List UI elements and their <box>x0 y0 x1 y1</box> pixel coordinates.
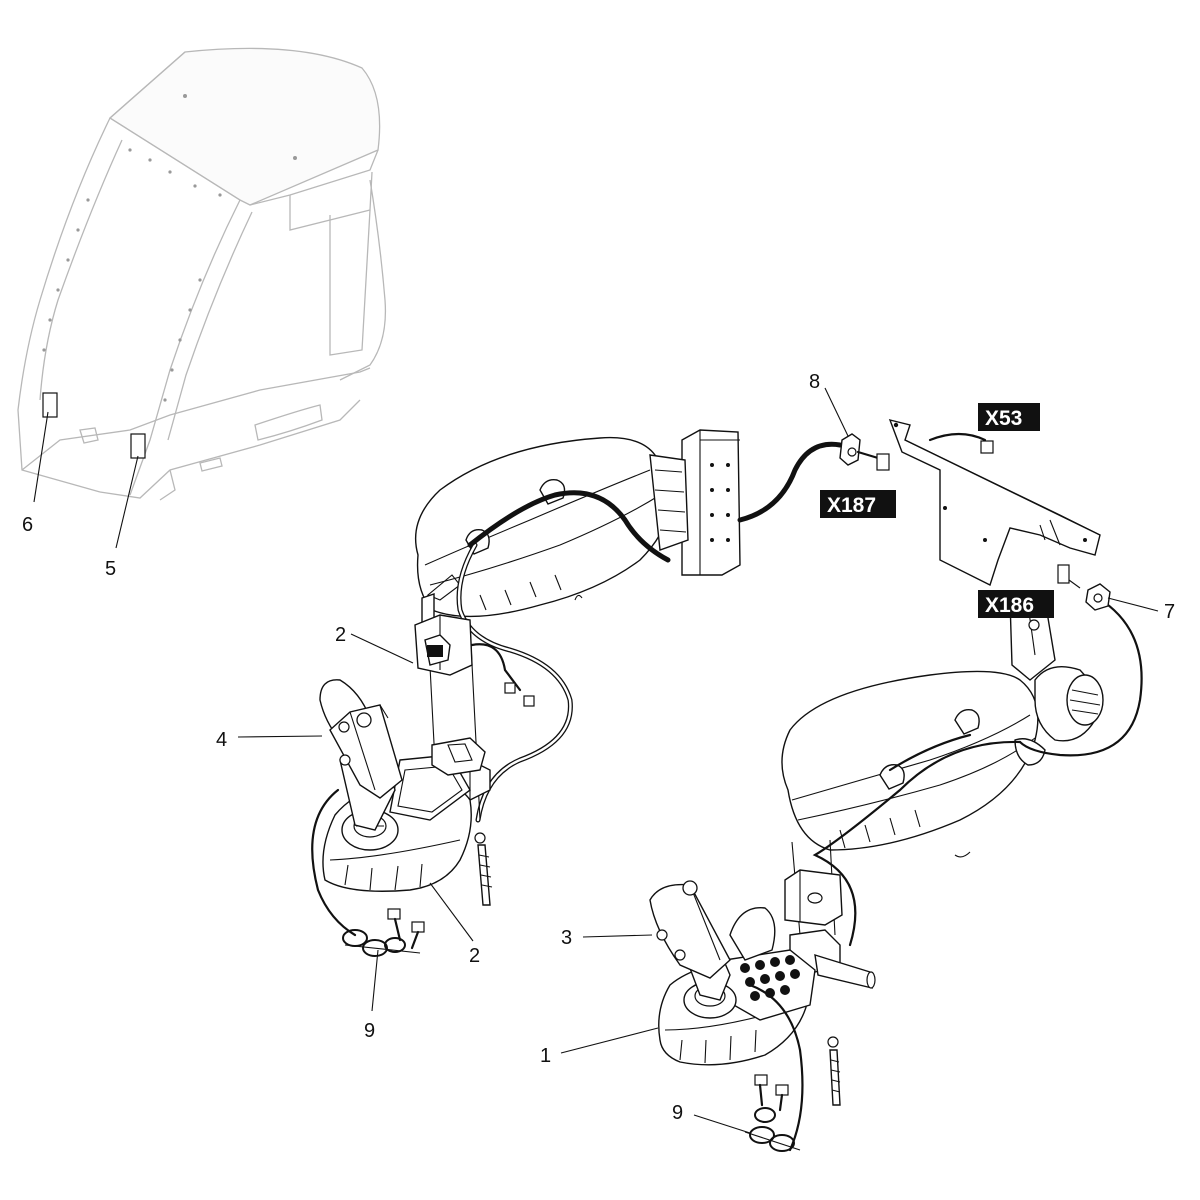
right-clip-assembly <box>744 1074 801 1152</box>
callout-2-upper: 2 <box>335 624 346 646</box>
left-joystick <box>311 679 486 937</box>
keypad-buttons <box>740 955 800 1001</box>
connector-tag-x53: X53 <box>978 403 1040 431</box>
connector-tag-x187: X187 <box>820 490 896 518</box>
callout-7: 7 <box>1164 601 1175 623</box>
callout-labels: 6 5 2 4 2 9 8 7 3 1 9 <box>22 371 1175 1124</box>
mounting-bracket <box>888 418 1101 586</box>
decal-6 <box>42 392 58 418</box>
connector-tag-x186: X186 <box>978 590 1054 618</box>
callout-9-left: 9 <box>364 1020 375 1042</box>
main-harness <box>456 441 1143 947</box>
svg-text:X186: X186 <box>985 594 1034 617</box>
callout-1: 1 <box>540 1045 551 1067</box>
callout-9-right: 9 <box>672 1102 683 1124</box>
callout-5: 5 <box>105 558 116 580</box>
svg-text:X53: X53 <box>985 407 1022 430</box>
callout-6: 6 <box>22 514 33 536</box>
leader-lines <box>33 387 1159 1134</box>
cab-rivets <box>42 148 222 402</box>
connector-pieces <box>839 432 1111 611</box>
operator-cab <box>17 47 387 501</box>
decal-5 <box>130 433 146 459</box>
callout-3: 3 <box>561 927 572 949</box>
callout-2-lower: 2 <box>469 945 480 967</box>
svg-text:X187: X187 <box>827 494 876 517</box>
right-mount-bracket <box>784 839 876 1106</box>
callout-8: 8 <box>809 371 820 393</box>
right-armrest <box>781 594 1104 858</box>
right-joystick <box>649 880 816 1152</box>
left-armrest <box>414 429 741 618</box>
left-clip-assembly <box>342 908 425 957</box>
callout-4: 4 <box>216 729 227 751</box>
